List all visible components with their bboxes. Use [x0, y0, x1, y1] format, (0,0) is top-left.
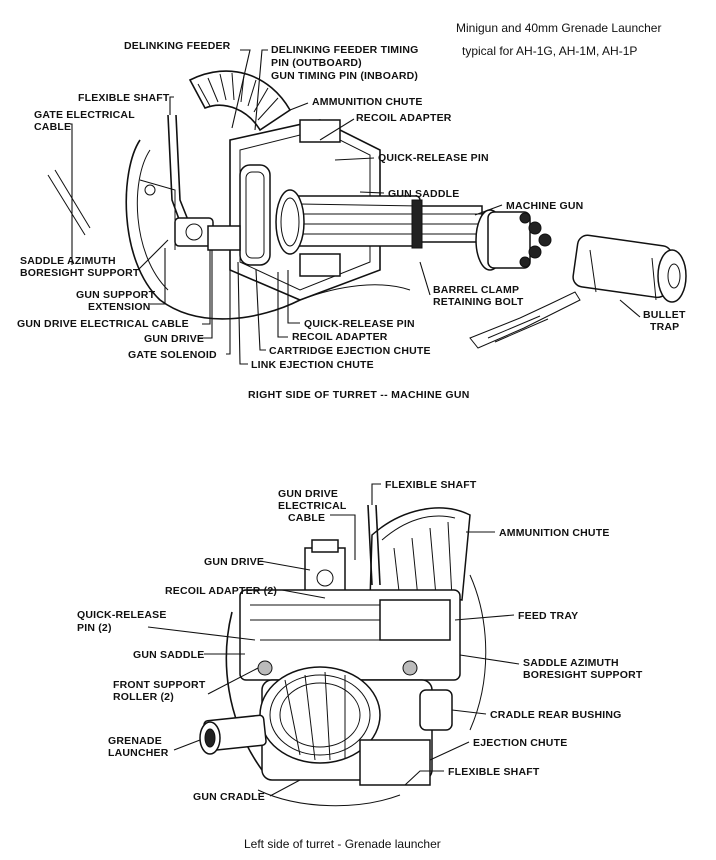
label-barrel-clamp-2: RETAINING BOLT [433, 296, 524, 308]
minigun-leader-lines [70, 49, 641, 365]
label-gl-quick-release-2: PIN (2) [77, 622, 112, 634]
label-timing-pin-2: PIN (OUTBOARD) [271, 57, 362, 69]
label-gate-cable-1: GATE ELECTRICAL [34, 109, 135, 121]
label-gl-front-roller-1: FRONT SUPPORT [113, 679, 206, 691]
label-gun-drive-cable: GUN DRIVE ELECTRICAL CABLE [17, 318, 189, 330]
label-gl-front-roller-2: ROLLER (2) [113, 691, 174, 703]
label-saddle-azimuth-2: BORESIGHT SUPPORT [20, 267, 140, 279]
label-gl-quick-release-1: QUICK-RELEASE [77, 609, 167, 621]
label-gun-support-1: GUN SUPPORT [76, 289, 156, 301]
label-gl-grenade-launcher-2: LAUNCHER [108, 747, 169, 759]
header-line-1: Minigun and 40mm Grenade Launcher [456, 21, 661, 35]
label-machine-gun: MACHINE GUN [506, 200, 583, 212]
label-gun-saddle: GUN SADDLE [388, 188, 459, 200]
label-recoil-adapter-top: RECOIL ADAPTER [356, 112, 452, 124]
label-gl-flexible-shaft-bottom: FLEXIBLE SHAFT [448, 766, 540, 778]
label-flexible-shaft: FLEXIBLE SHAFT [78, 92, 170, 104]
label-gun-support-2: EXTENSION [88, 301, 150, 313]
label-link-chute: LINK EJECTION CHUTE [251, 359, 374, 371]
label-gl-ammunition-chute: AMMUNITION CHUTE [499, 527, 610, 539]
label-gl-flexible-shaft-top: FLEXIBLE SHAFT [385, 479, 477, 491]
minigun-drawing [47, 70, 687, 349]
label-barrel-clamp-1: BARREL CLAMP [433, 284, 519, 296]
label-saddle-azimuth-1: SADDLE AZIMUTH [20, 255, 116, 267]
grenade-launcher-leader-lines [147, 483, 520, 797]
grenade-launcher-labels: GUN DRIVE ELECTRICAL CABLE FLEXIBLE SHAF… [77, 479, 643, 851]
label-gl-feed-tray: FEED TRAY [518, 610, 578, 622]
label-timing-pin-3: GUN TIMING PIN (INBOARD) [271, 70, 418, 82]
top-caption: RIGHT SIDE OF TURRET -- MACHINE GUN [248, 389, 470, 401]
label-gl-grenade-launcher-1: GRENADE [108, 735, 162, 747]
label-gl-drive-cable-2: ELECTRICAL [278, 500, 347, 512]
label-gate-solenoid: GATE SOLENOID [128, 349, 217, 361]
label-gl-cradle-bushing: CRADLE REAR BUSHING [490, 709, 622, 721]
label-bullet-trap-1: BULLET [643, 309, 686, 321]
label-gl-drive-cable-3: CABLE [288, 512, 325, 524]
bottom-caption: Left side of turret - Grenade launcher [244, 837, 441, 851]
label-gl-drive-cable-1: GUN DRIVE [278, 488, 338, 500]
label-gun-drive: GUN DRIVE [144, 333, 204, 345]
label-gl-ejection-chute: EJECTION CHUTE [473, 737, 567, 749]
label-ammunition-chute: AMMUNITION CHUTE [312, 96, 423, 108]
label-gl-gun-drive: GUN DRIVE [204, 556, 264, 568]
label-quick-release-bottom: QUICK-RELEASE PIN [304, 318, 415, 330]
label-gl-gun-saddle: GUN SADDLE [133, 649, 204, 661]
label-gl-saddle-azimuth-1: SADDLE AZIMUTH [523, 657, 619, 669]
label-quick-release-top: QUICK-RELEASE PIN [378, 152, 489, 164]
label-gate-cable-2: CABLE [34, 121, 71, 133]
header-line-2: typical for AH-1G, AH-1M, AH-1P [462, 44, 637, 58]
label-timing-pin-1: DELINKING FEEDER TIMING [271, 44, 419, 56]
grenade-launcher-drawing [199, 504, 487, 807]
label-delinking-feeder: DELINKING FEEDER [124, 40, 231, 52]
label-gl-recoil-adapter: RECOIL ADAPTER (2) [165, 585, 277, 597]
minigun-labels: DELINKING FEEDER DELINKING FEEDER TIMING… [17, 40, 686, 401]
label-recoil-adapter-bottom: RECOIL ADAPTER [292, 331, 388, 343]
label-gl-gun-cradle: GUN CRADLE [193, 791, 265, 803]
label-cartridge-chute: CARTRIDGE EJECTION CHUTE [269, 345, 431, 357]
label-bullet-trap-2: TRAP [650, 321, 679, 333]
label-gl-saddle-azimuth-2: BORESIGHT SUPPORT [523, 669, 643, 681]
